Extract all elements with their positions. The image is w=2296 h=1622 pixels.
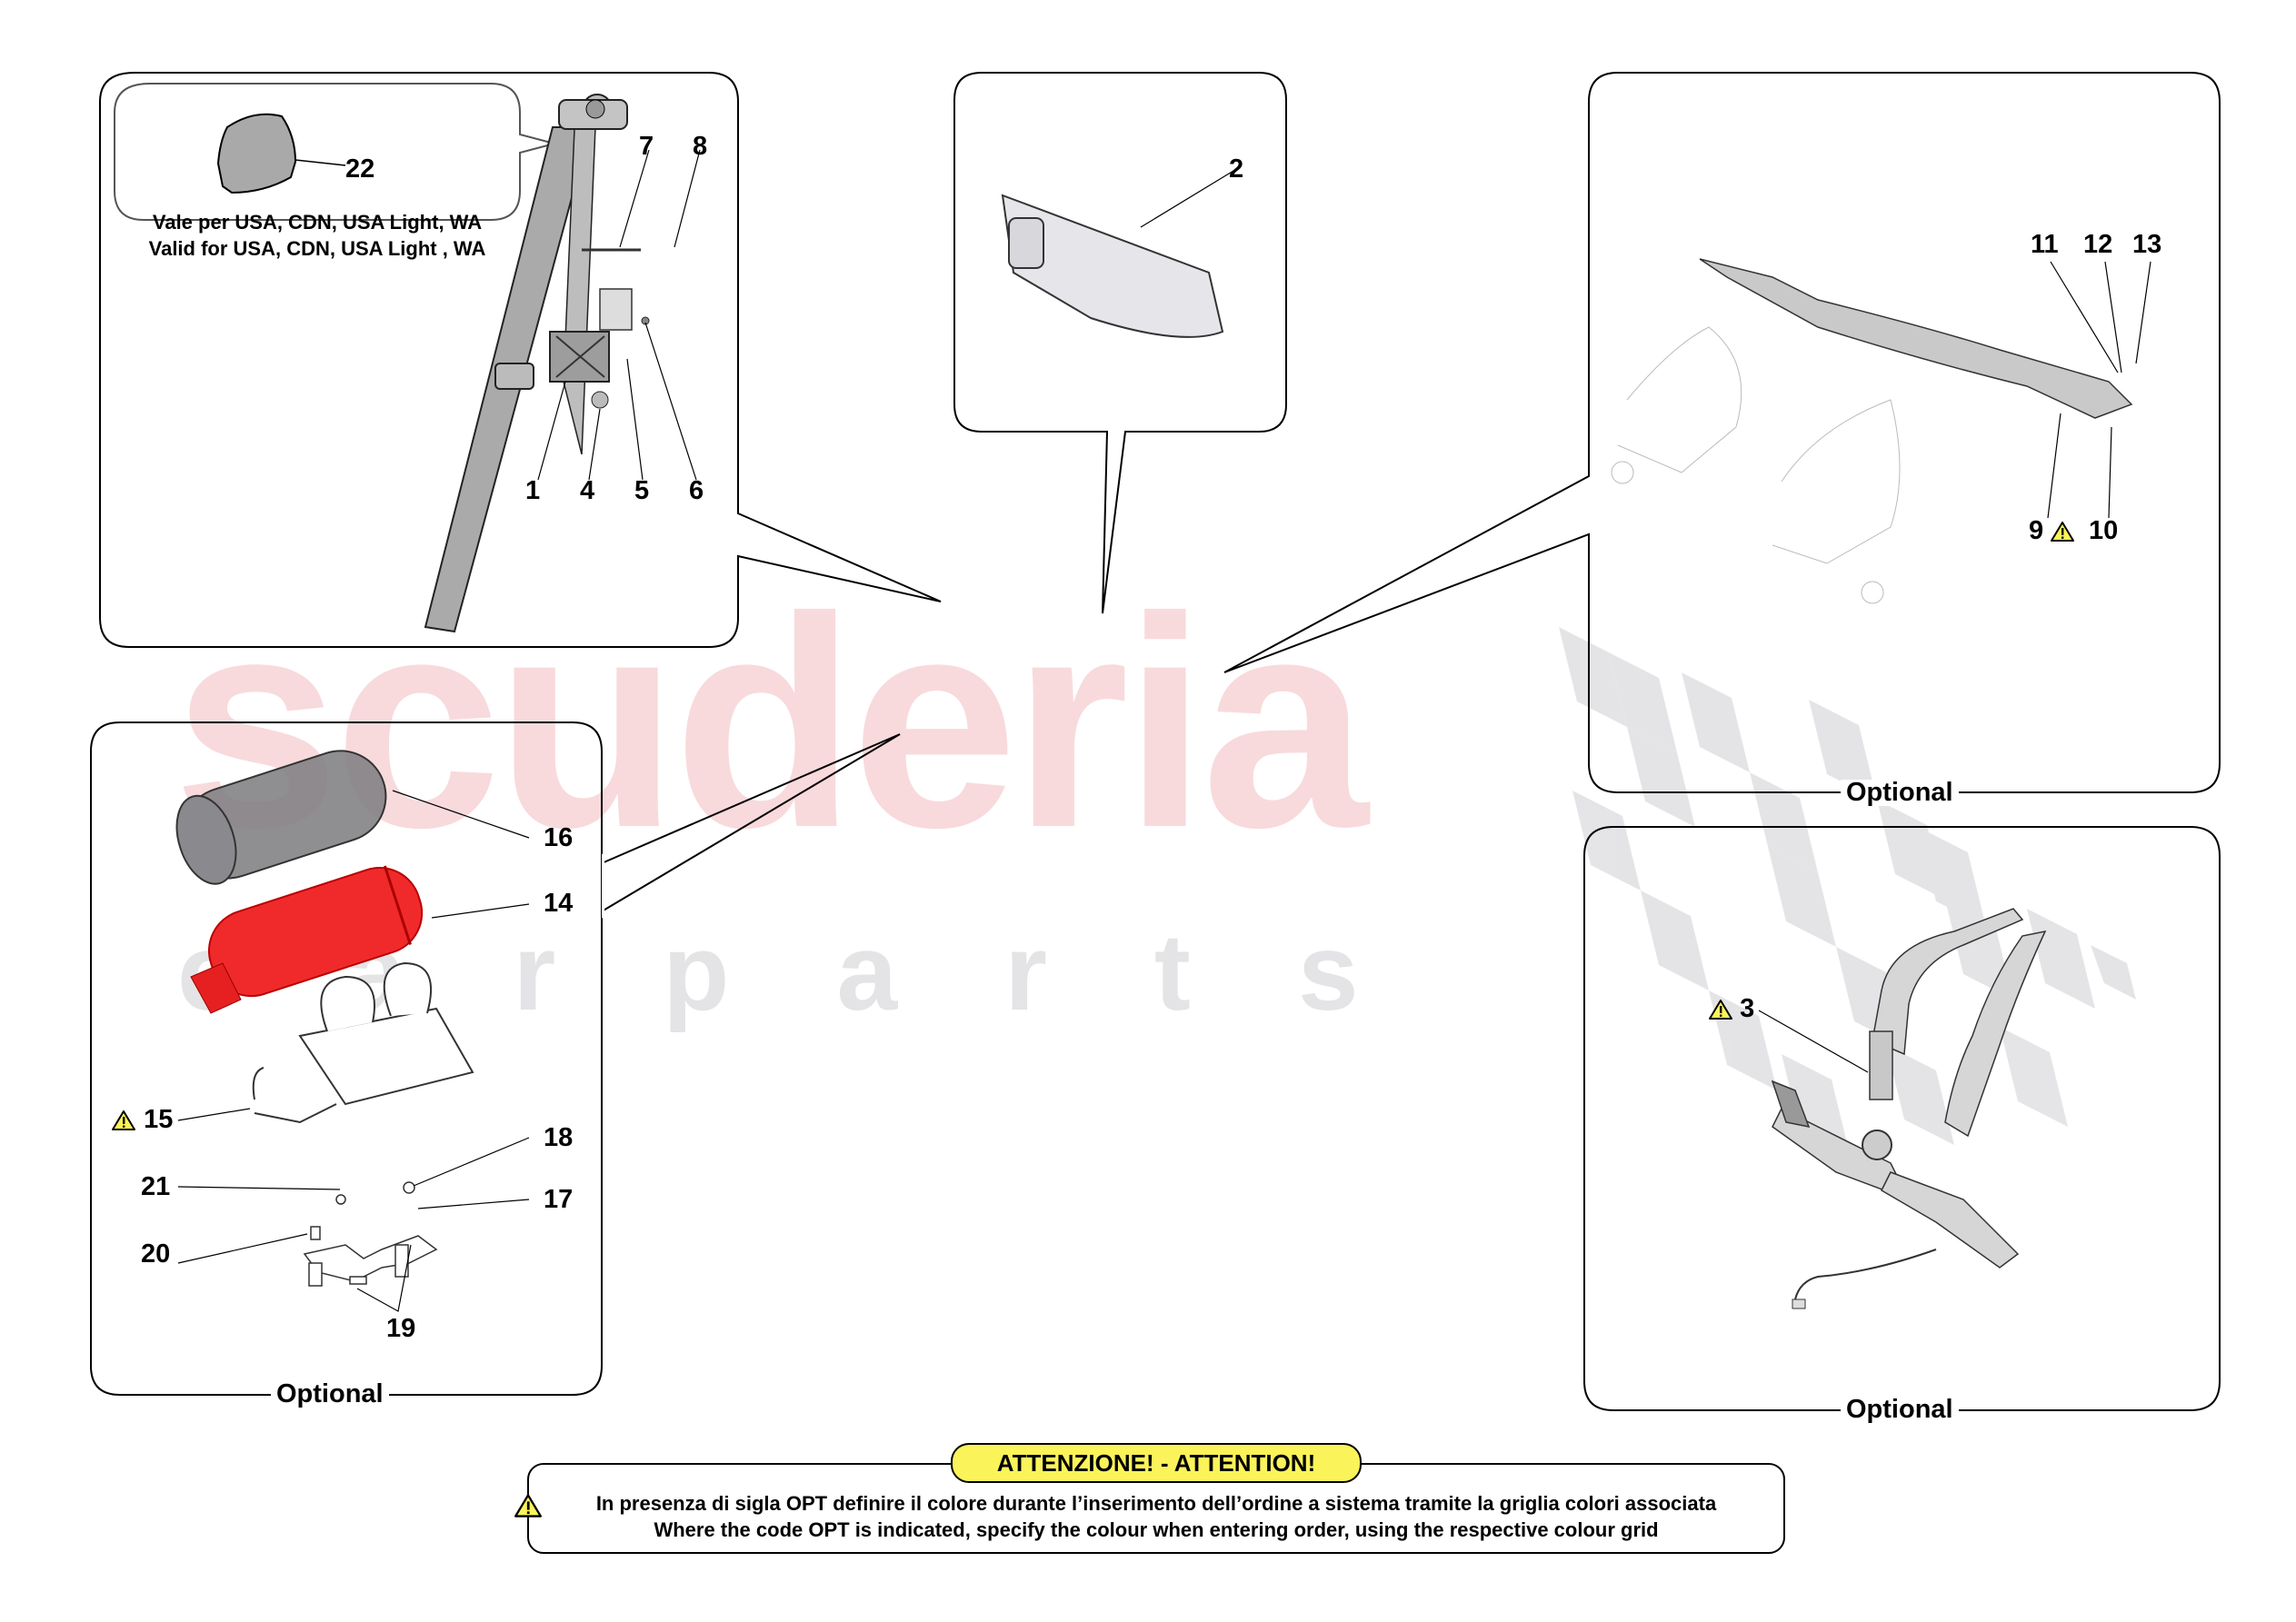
optional-label-harness: Optional (1841, 1397, 1959, 1423)
callout-3: 3 (1709, 996, 1754, 1022)
callout-8: 8 (693, 132, 708, 161)
callout-7: 7 (639, 132, 654, 161)
panel-seatbelt-frame (99, 72, 942, 648)
callout-15: 15 (111, 1107, 173, 1133)
inset-note-en: Valid for USA, CDN, USA Light , WA (148, 237, 486, 260)
callout-19: 19 (386, 1314, 416, 1343)
inset-note-it: Vale per USA, CDN, USA Light, WA (152, 211, 483, 234)
panel-airbag-frame (1223, 72, 2221, 793)
optional-label-extinguisher: Optional (271, 1381, 389, 1408)
callout-13: 13 (2132, 230, 2162, 259)
panel-harness-frame (1583, 826, 2221, 1411)
callout-10: 10 (2089, 516, 2119, 545)
warning-icon (2051, 522, 2075, 542)
callout-1: 1 (525, 476, 541, 505)
checkered-flag-watermark (1559, 627, 2136, 1154)
callout-9: 9 (2029, 516, 2075, 545)
attention-text-it: In presenza di sigla OPT definire il col… (595, 1492, 1717, 1515)
inset-frame (114, 83, 558, 221)
callout-20: 20 (141, 1239, 171, 1269)
callout-9-label: 9 (2029, 516, 2044, 545)
panel-mirror-frame (953, 72, 1287, 614)
callout-12: 12 (2083, 230, 2113, 259)
attention-line-it: In presenza di sigla OPT definire il col… (514, 1492, 1783, 1518)
callout-17: 17 (544, 1185, 574, 1214)
optional-label-airbag: Optional (1841, 780, 1959, 806)
callout-11: 11 (2031, 230, 2059, 259)
callout-2: 2 (1229, 154, 1244, 184)
callout-21: 21 (141, 1172, 171, 1201)
callout-15-label: 15 (144, 1105, 174, 1134)
callout-18: 18 (544, 1123, 574, 1152)
callout-14: 14 (544, 889, 574, 918)
callout-16: 16 (544, 823, 574, 852)
warning-icon (112, 1110, 135, 1131)
callout-5: 5 (634, 476, 650, 505)
attention-title-badge: ATTENZIONE! - ATTENTION! (951, 1443, 1362, 1483)
warning-icon (514, 1494, 542, 1518)
callout-6: 6 (689, 476, 704, 505)
callout-3-label: 3 (1740, 994, 1755, 1023)
callout-4: 4 (580, 476, 595, 505)
attention-line-en: Where the code OPT is indicated, specify… (654, 1518, 1659, 1541)
callout-22: 22 (345, 154, 375, 184)
warning-icon (1709, 1000, 1732, 1020)
